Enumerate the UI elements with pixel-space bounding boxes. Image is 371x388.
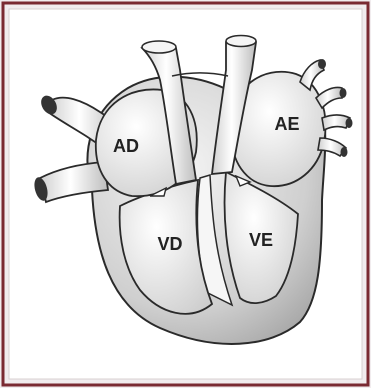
pulmonary-artery-opening [142, 41, 176, 53]
label-left-ventricle: VE [249, 230, 273, 250]
label-right-atrium: AD [113, 136, 139, 156]
label-left-atrium: AE [274, 114, 299, 134]
label-right-ventricle: VD [157, 234, 182, 254]
aorta-opening [226, 36, 256, 47]
